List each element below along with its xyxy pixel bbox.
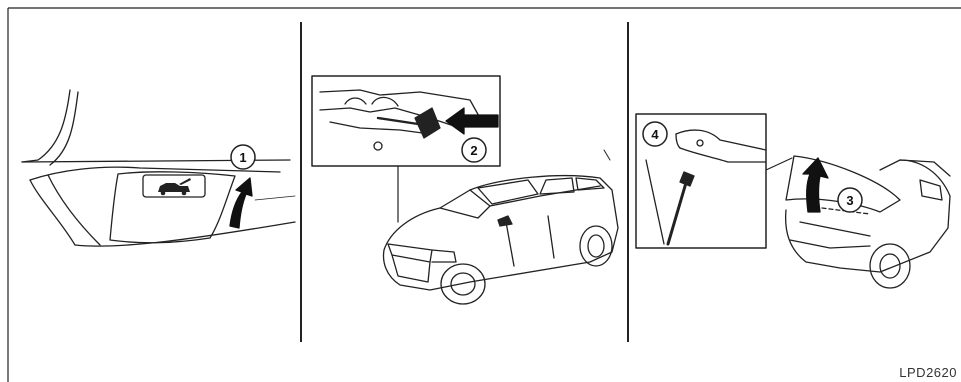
callout-2: 2 [462, 138, 486, 162]
lever-recess [110, 172, 235, 243]
panel-secondary-latch [312, 76, 618, 304]
panel-dividers [301, 22, 628, 342]
suv-headlight [432, 250, 456, 262]
callout-1: 1 [231, 145, 255, 169]
suv-open-front-wheel [870, 244, 910, 288]
suv-mirror [498, 216, 512, 226]
suv-windshield [478, 180, 538, 204]
callout-3: 3 [838, 188, 862, 212]
pull-arrow [230, 178, 252, 228]
suv-grille [392, 255, 430, 282]
suv-side-windows [540, 178, 604, 194]
callout-2-label: 2 [470, 143, 477, 158]
panel-hood-release-lever [22, 90, 295, 246]
figure-code: LPD2620 [899, 365, 957, 380]
hood-open-car-icon [158, 178, 191, 195]
callout-4: 4 [643, 122, 667, 146]
callout-3-label: 3 [846, 193, 853, 208]
callout-4-label: 4 [651, 127, 659, 142]
raise-arrow [803, 158, 828, 212]
callout-1-label: 1 [239, 150, 246, 165]
suv-rear-wheel [580, 226, 612, 266]
panel-hood-support-rod [636, 114, 950, 288]
suv-body [384, 176, 618, 290]
